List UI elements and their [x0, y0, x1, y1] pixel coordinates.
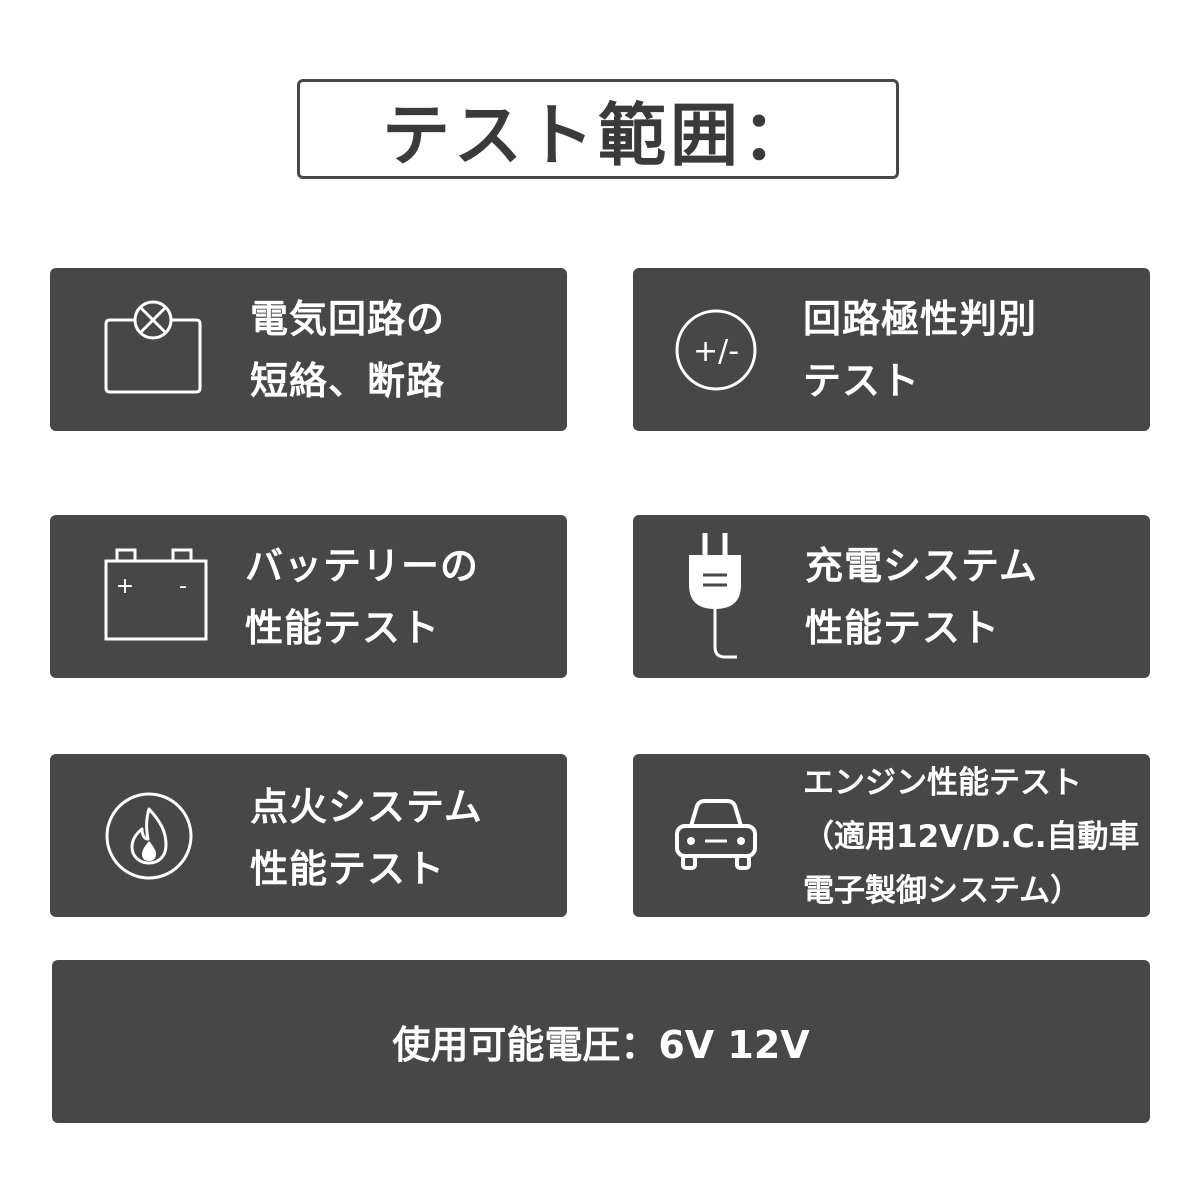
card-line: 電子製御システム）	[803, 873, 1082, 909]
card-line: テスト	[803, 359, 921, 403]
plus-minus-label: +/-	[693, 334, 739, 369]
card-line: バッテリーの	[245, 544, 480, 588]
page-title: テスト範囲：	[381, 96, 814, 176]
card-line: （適用12V/D.C.自動車	[803, 819, 1140, 855]
voltage-bar: 使用可能電圧：6V 12V	[52, 960, 1150, 1123]
card-line: 電気回路の	[250, 297, 446, 341]
car-icon	[675, 799, 757, 870]
card-battery-text: バッテリーの 性能テスト	[245, 535, 479, 659]
bulb-circuit-icon	[104, 300, 202, 394]
card-circuit-text: 電気回路の 短絡、断路	[250, 288, 445, 412]
battery-minus-label: -	[179, 574, 187, 599]
card-circuit: 電気回路の 短絡、断路	[50, 268, 567, 431]
card-line: 短絡、断路	[250, 359, 446, 403]
card-battery: + - バッテリーの 性能テスト	[50, 515, 567, 678]
battery-plus-label: +	[116, 574, 134, 599]
card-polarity-text: 回路極性判別 テスト	[803, 288, 1037, 412]
voltage-text: 使用可能電圧：6V 12V	[392, 1023, 810, 1067]
card-polarity: +/- 回路極性判別 テスト	[633, 268, 1150, 431]
flame-icon	[105, 792, 193, 880]
card-line: 回路極性判別	[803, 297, 1038, 341]
card-line: エンジン性能テスト	[803, 765, 1082, 801]
plug-icon	[689, 533, 741, 659]
card-line: 性能テスト	[245, 606, 441, 650]
card-line: 点火システム	[250, 785, 483, 829]
battery-icon: + -	[104, 548, 208, 641]
card-ignition: 点火システム 性能テスト	[50, 754, 567, 917]
card-line: 性能テスト	[805, 606, 1001, 650]
card-charging: 充電システム 性能テスト	[633, 515, 1150, 678]
card-ignition-text: 点火システム 性能テスト	[250, 776, 483, 900]
card-line: 性能テスト	[250, 847, 446, 891]
card-line: 充電システム	[805, 544, 1038, 588]
card-engine: エンジン性能テスト （適用12V/D.C.自動車 電子製御システム）	[633, 754, 1150, 917]
title-box: テスト範囲：	[297, 79, 899, 179]
card-charging-text: 充電システム 性能テスト	[805, 535, 1038, 659]
card-engine-text: エンジン性能テスト （適用12V/D.C.自動車 電子製御システム）	[803, 756, 1140, 918]
plus-minus-icon: +/-	[675, 309, 757, 391]
